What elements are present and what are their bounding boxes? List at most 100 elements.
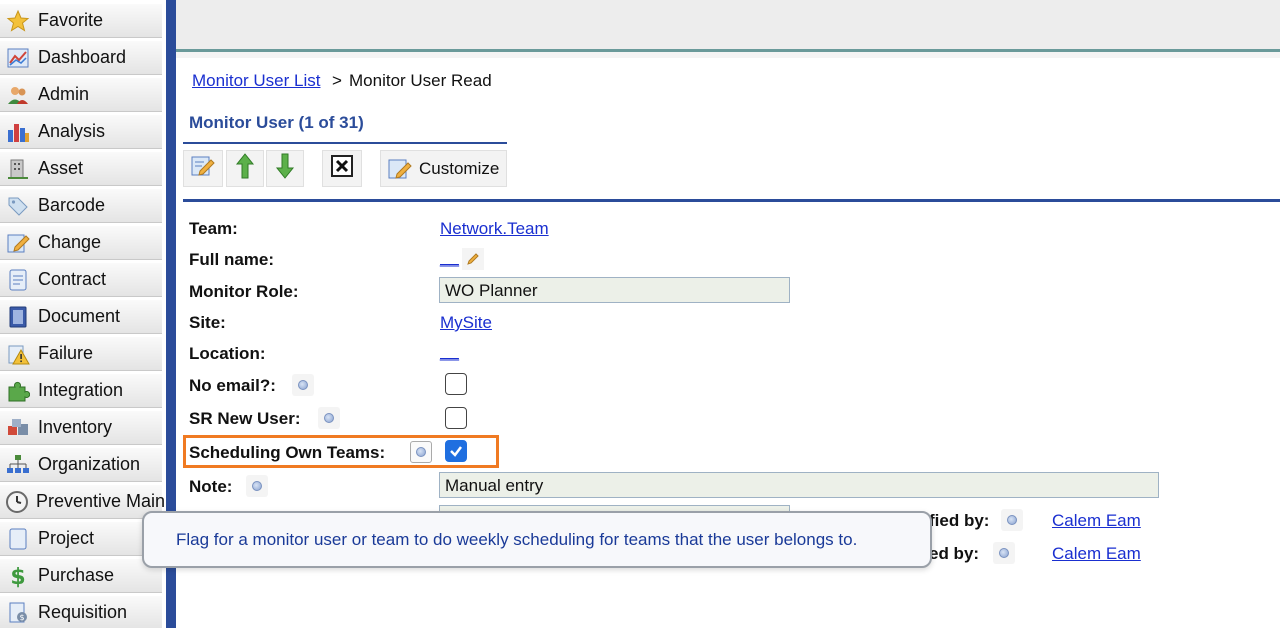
sidebar-item-purchase[interactable]: $ Purchase <box>0 559 162 593</box>
header-divider <box>176 49 1280 52</box>
breadcrumb-link-monitor-user-list[interactable]: Monitor User List <box>192 71 321 90</box>
sidebar-item-favorite[interactable]: Favorite <box>0 4 162 38</box>
edit-button[interactable] <box>183 150 223 187</box>
sidebar-item-organization[interactable]: Organization <box>0 448 162 482</box>
tag-icon <box>5 193 31 219</box>
full-name-label: Full name: <box>189 250 275 269</box>
help-icon[interactable] <box>318 407 340 429</box>
modified-by-link[interactable]: Calem Eam <box>1052 511 1141 530</box>
sidebar-item-analysis[interactable]: Analysis <box>0 115 162 149</box>
edit-icon <box>5 230 31 256</box>
sidebar-item-label: Asset <box>38 158 84 178</box>
created-by-label: ed by: <box>929 544 980 563</box>
sidebar-item-label: Preventive Main <box>36 491 166 511</box>
sidebar-item-document[interactable]: Document <box>0 300 162 334</box>
site-label: Site: <box>189 313 226 332</box>
checkmark-icon <box>450 446 462 457</box>
sidebar-item-label: Purchase <box>38 565 115 585</box>
note-label: Note: <box>189 477 233 496</box>
note-field: Manual entry <box>439 472 1159 498</box>
warning-icon <box>5 341 31 367</box>
sr-new-user-checkbox[interactable] <box>445 407 467 429</box>
clock-icon <box>5 489 29 515</box>
boxes-icon <box>5 415 31 441</box>
team-link[interactable]: Network.Team <box>440 219 549 238</box>
scheduling-own-teams-checkbox[interactable] <box>445 440 467 462</box>
sidebar-item-change[interactable]: Change <box>0 226 162 260</box>
sidebar-item-asset[interactable]: Asset <box>0 152 162 186</box>
sidebar-item-project[interactable]: Project <box>0 522 162 556</box>
sidebar-item-inventory[interactable]: Inventory <box>0 411 162 445</box>
edit-icon <box>190 153 216 184</box>
header-divider-shadow <box>176 52 1280 58</box>
previous-record-button[interactable] <box>226 150 264 187</box>
sidebar-item-requisition[interactable]: $ Requisition <box>0 596 162 628</box>
close-button[interactable] <box>322 150 362 187</box>
no-email-label: No email?: <box>189 376 276 395</box>
created-by-link[interactable]: Calem Eam <box>1052 544 1141 563</box>
help-icon[interactable] <box>993 542 1015 564</box>
sidebar-item-label: Project <box>38 528 95 548</box>
sr-new-user-label: SR New User: <box>189 409 301 428</box>
pencil-icon[interactable] <box>462 248 484 270</box>
breadcrumb-current: Monitor User Read <box>349 71 492 90</box>
modified-by-label: fied by: <box>929 511 990 530</box>
bar-chart-icon <box>5 119 31 145</box>
customize-button[interactable]: Customize <box>380 150 507 187</box>
building-icon <box>5 156 31 182</box>
dollar-icon: $ <box>5 563 31 589</box>
sidebar-item-label: Analysis <box>38 121 106 141</box>
svg-text:$: $ <box>19 613 24 622</box>
toolbar-divider <box>183 199 1280 202</box>
sidebar-item-label: Integration <box>38 380 124 400</box>
page-title: Monitor User (1 of 31) <box>189 113 364 132</box>
sidebar-item-label: Contract <box>38 269 107 289</box>
arrow-up-icon <box>235 152 255 185</box>
title-underline <box>183 142 507 144</box>
site-link[interactable]: MySite <box>440 313 492 332</box>
sidebar-item-dashboard[interactable]: Dashboard <box>0 41 162 75</box>
sidebar-item-contract[interactable]: Contract <box>0 263 162 297</box>
sidebar-item-label: Organization <box>38 454 141 474</box>
breadcrumb-separator: > <box>332 71 342 90</box>
customize-label: Customize <box>419 158 500 178</box>
sidebar-item-label: Admin <box>38 84 90 104</box>
close-icon <box>331 155 353 182</box>
help-icon[interactable] <box>292 374 314 396</box>
sidebar-item-admin[interactable]: Admin <box>0 78 162 112</box>
monitor-role-field: WO Planner <box>439 277 790 303</box>
sidebar-item-label: Requisition <box>38 602 128 622</box>
book-icon <box>5 304 31 330</box>
no-email-checkbox[interactable] <box>445 373 467 395</box>
sidebar-item-label: Dashboard <box>38 47 127 67</box>
sidebar-item-failure[interactable]: Failure <box>0 337 162 371</box>
next-record-button[interactable] <box>266 150 304 187</box>
sidebar-item-preventive-maintenance[interactable]: Preventive Main <box>0 485 166 519</box>
highlight-box <box>183 435 499 468</box>
scheduling-own-teams-label: Scheduling Own Teams: <box>189 443 386 462</box>
sidebar-item-label: Inventory <box>38 417 113 437</box>
tooltip-text: Flag for a monitor user or team to do we… <box>176 529 858 549</box>
svg-text:$: $ <box>10 565 25 588</box>
team-label: Team: <box>189 219 238 238</box>
module-sidebar: Favorite Dashboard Admin Analysis Asset … <box>0 0 176 628</box>
dashboard-icon <box>5 45 31 71</box>
full-name-link[interactable]: __ <box>440 248 459 267</box>
requisition-icon: $ <box>5 600 31 626</box>
help-icon[interactable] <box>246 475 268 497</box>
sidebar-item-integration[interactable]: Integration <box>0 374 162 408</box>
sidebar-item-label: Favorite <box>38 10 104 30</box>
sidebar-item-label: Document <box>38 306 121 326</box>
location-link[interactable]: __ <box>440 342 459 361</box>
star-icon <box>5 8 31 34</box>
help-icon[interactable] <box>410 441 432 463</box>
sidebar-item-label: Change <box>38 232 102 252</box>
sidebar-divider <box>166 0 176 628</box>
page-icon <box>5 267 31 293</box>
help-icon[interactable] <box>1001 509 1023 531</box>
file-icon <box>5 526 31 552</box>
sidebar-item-barcode[interactable]: Barcode <box>0 189 162 223</box>
help-tooltip: Flag for a monitor user or team to do we… <box>142 511 932 568</box>
location-label: Location: <box>189 344 266 363</box>
top-header-band <box>176 0 1280 50</box>
